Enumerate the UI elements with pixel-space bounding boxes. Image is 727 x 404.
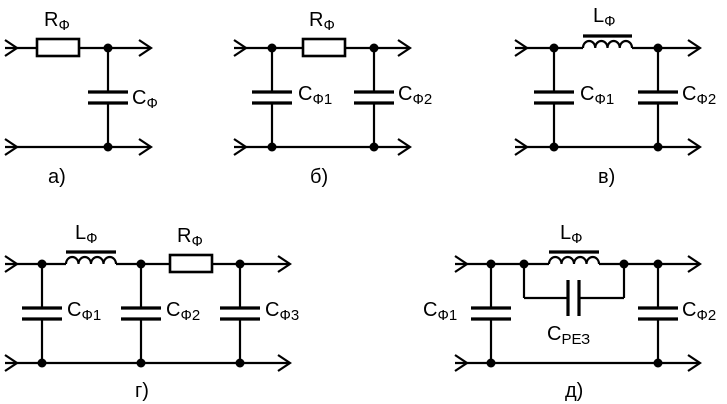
resistor-rf (35, 37, 81, 58)
resistor-rf (301, 37, 347, 58)
circuit-g: LФ RФ CФ1 CФ2 CФ3 г) (4, 222, 299, 402)
label-lf: LФ (560, 222, 583, 247)
circuit-b: RФ CФ1 CФ2 б) (233, 9, 432, 188)
label-lf: LФ (593, 5, 616, 30)
inductor-lf (64, 250, 118, 265)
label-cf1: CФ1 (67, 299, 101, 324)
circuit-v: LФ CФ1 CФ2 в) (514, 5, 716, 188)
label-cres: CРЕЗ (547, 323, 590, 348)
label-cf2: CФ2 (398, 83, 432, 108)
label-cf2: CФ2 (682, 299, 716, 324)
label-rf: RФ (44, 9, 70, 34)
caption-g: г) (135, 380, 149, 402)
label-cf3: CФ3 (265, 299, 299, 324)
label-cf1: CФ1 (580, 83, 614, 108)
circuit-a: RФ CФ а) (4, 9, 158, 188)
resistor-rf (168, 253, 214, 274)
caption-v: в) (598, 166, 615, 188)
label-cf1: CФ1 (423, 299, 457, 324)
caption-a: а) (48, 166, 66, 188)
label-cf2: CФ2 (166, 299, 200, 324)
label-cf: CФ (132, 87, 158, 112)
label-cf2: CФ2 (682, 83, 716, 108)
label-cf1: CФ1 (298, 83, 332, 108)
circuit-d: LФ CРЕЗ CФ1 CФ2 д) (423, 222, 716, 402)
caption-d: д) (565, 380, 583, 402)
inductor-lf (547, 250, 601, 265)
label-lf: LФ (75, 222, 98, 247)
inductor-lf (581, 34, 634, 49)
label-rf: RФ (177, 225, 203, 250)
caption-b: б) (310, 166, 328, 188)
label-rf: RФ (309, 9, 335, 34)
